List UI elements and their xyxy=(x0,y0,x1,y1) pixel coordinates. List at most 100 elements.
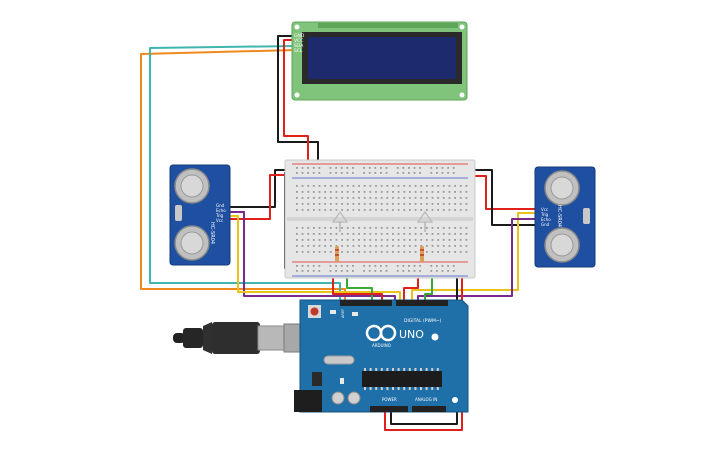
breadboard-hole xyxy=(340,172,343,174)
breadboard-hole xyxy=(414,209,417,211)
chip-pin xyxy=(431,387,434,390)
breadboard-hole xyxy=(296,191,298,193)
breadboard-hole xyxy=(346,227,349,229)
breadboard-hole xyxy=(448,239,451,241)
breadboard-hole xyxy=(335,270,337,272)
breadboard-hole xyxy=(335,265,337,267)
breadboard-hole xyxy=(358,191,360,193)
arduino-power-jack xyxy=(294,390,322,412)
breadboard-hole xyxy=(409,227,411,229)
breadboard-hole xyxy=(329,233,332,235)
breadboard-hole xyxy=(335,197,338,199)
breadboard-hole xyxy=(335,185,338,187)
breadboard-hole xyxy=(318,227,321,229)
sensor-right-crystal xyxy=(583,208,590,224)
breadboard-hole xyxy=(312,270,315,272)
chip-pin xyxy=(397,387,400,390)
breadboard-hole xyxy=(430,172,433,174)
breadboard-hole xyxy=(397,251,400,253)
breadboard-hole xyxy=(296,185,298,187)
arduino-crystal xyxy=(323,355,355,365)
breadboard-hole xyxy=(392,245,394,247)
breadboard-hole xyxy=(448,191,451,193)
breadboard-hole xyxy=(465,233,468,235)
breadboard-hole xyxy=(358,233,360,235)
breadboard-hole xyxy=(335,239,338,241)
breadboard-hole xyxy=(301,209,304,211)
breadboard-hole xyxy=(318,203,321,205)
wire-yellow-right-trig xyxy=(411,212,536,300)
breadboard-hole xyxy=(335,227,338,229)
breadboard-hole xyxy=(358,251,360,253)
breadboard-hole xyxy=(386,209,389,211)
chip-pin xyxy=(386,387,389,390)
breadboard-hole xyxy=(301,167,304,169)
breadboard-hole xyxy=(386,191,389,193)
chip-pin xyxy=(403,387,406,390)
breadboard-hole xyxy=(414,227,417,229)
breadboard-hole xyxy=(454,227,456,229)
breadboard-hole xyxy=(363,245,366,247)
resistor-2-body xyxy=(420,246,424,262)
chip-pin xyxy=(414,387,417,390)
breadboard-hole xyxy=(312,209,315,211)
breadboard-hole xyxy=(363,191,366,193)
lcd-header-strip xyxy=(318,23,458,28)
breadboard-hole xyxy=(437,209,440,211)
breadboard-hole xyxy=(437,239,440,241)
breadboard-hole xyxy=(329,265,332,267)
chip-pin xyxy=(425,368,428,371)
breadboard-hole xyxy=(409,209,411,211)
breadboard-hole xyxy=(324,227,327,229)
breadboard-hole xyxy=(425,185,428,187)
breadboard-hole xyxy=(392,227,394,229)
breadboard-hole xyxy=(375,209,377,211)
arduino-smd-2 xyxy=(352,312,358,316)
breadboard-hole xyxy=(419,167,421,169)
breadboard-hole xyxy=(402,270,405,272)
breadboard-hole xyxy=(318,197,321,199)
breadboard-hole xyxy=(329,245,332,247)
wire-teal-lcd-sda xyxy=(149,45,341,300)
breadboard-hole xyxy=(436,172,438,174)
breadboard-hole xyxy=(414,233,417,235)
breadboard-hole xyxy=(442,251,445,253)
breadboard-hole xyxy=(465,191,468,193)
breadboard-hole xyxy=(459,209,462,211)
breadboard-hole xyxy=(385,172,388,174)
arduino-brand: ARDUINO xyxy=(372,343,391,348)
breadboard-hole xyxy=(296,197,298,199)
breadboard-hole xyxy=(341,251,343,253)
breadboard-hole xyxy=(403,227,406,229)
breadboard-hole xyxy=(352,203,355,205)
breadboard-hole xyxy=(392,197,394,199)
chip-pin xyxy=(408,368,411,371)
lcd-screen xyxy=(308,37,456,79)
breadboard-hole xyxy=(358,185,360,187)
usb-cable-connector xyxy=(257,325,285,351)
breadboard-hole xyxy=(341,209,343,211)
breadboard-hole xyxy=(380,172,382,174)
breadboard-hole xyxy=(375,197,377,199)
breadboard-hole xyxy=(442,209,445,211)
breadboard-hole xyxy=(352,270,354,272)
breadboard-hole xyxy=(413,167,416,169)
breadboard-hole xyxy=(301,239,304,241)
breadboard-hole xyxy=(420,197,423,199)
breadboard-hole xyxy=(465,209,468,211)
breadboard-hole xyxy=(324,197,327,199)
chip-pin xyxy=(420,368,422,371)
arduino-digital-label: DIGITAL (PWM~) xyxy=(404,318,442,324)
breadboard-hole xyxy=(452,167,455,169)
breadboard-hole xyxy=(392,239,394,241)
chip-pin xyxy=(436,368,439,371)
breadboard-hole xyxy=(436,265,438,267)
breadboard-hole xyxy=(409,185,411,187)
lcd-pin-labels: GND VCC SDA SCL xyxy=(294,33,305,54)
breadboard-hole xyxy=(341,203,343,205)
breadboard-hole xyxy=(329,191,332,193)
breadboard-hole xyxy=(312,203,315,205)
ultrasonic-sensor-right: HC-SR04 Vcc Trig Echo Gnd xyxy=(534,166,596,268)
breadboard-hole xyxy=(413,270,416,272)
